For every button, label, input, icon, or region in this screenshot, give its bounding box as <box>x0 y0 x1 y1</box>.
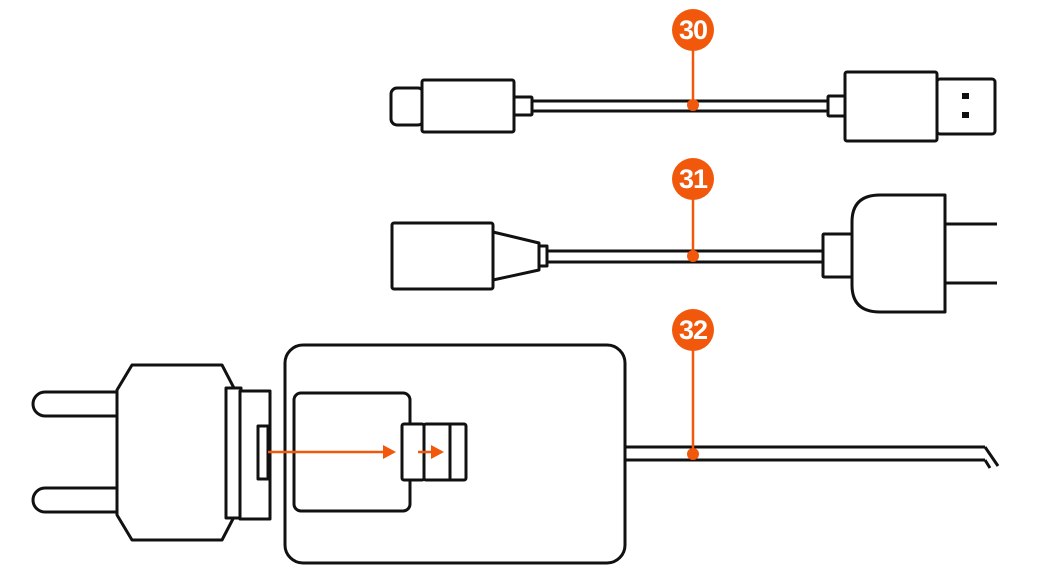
insert-arrows <box>268 445 444 459</box>
callout-32-number: 32 <box>679 315 707 345</box>
insert-arrow-icon <box>418 445 444 459</box>
usb-c-to-usb-a-cable-icon <box>389 70 997 143</box>
callout-31-number: 31 <box>679 164 708 194</box>
insert-arrow-icon <box>268 445 396 459</box>
usb-extension-cable-icon <box>390 193 997 314</box>
callout-30: 30 <box>672 9 714 111</box>
callout-30-number: 30 <box>679 15 707 45</box>
wall-charger-icon <box>31 343 1000 565</box>
callout-31: 31 <box>672 158 714 262</box>
callout-32: 32 <box>672 309 714 460</box>
